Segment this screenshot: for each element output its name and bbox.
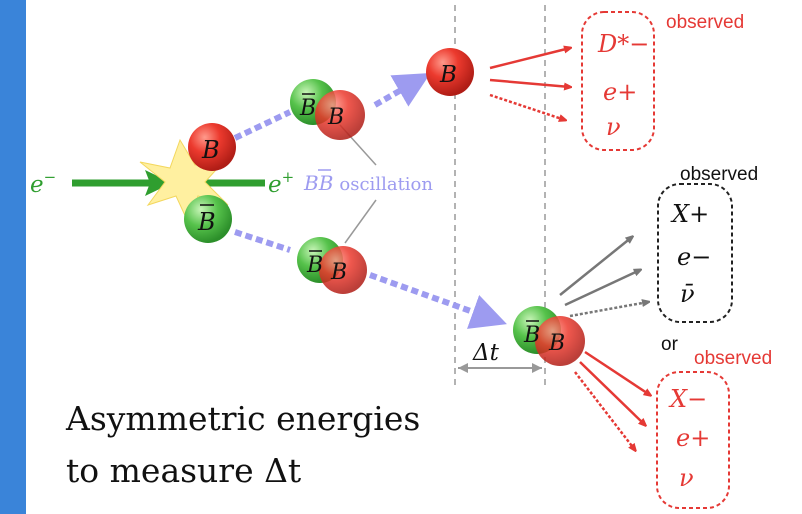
decay-box-bottom: X− e+ ν [656, 371, 730, 509]
or-label: or [661, 334, 679, 355]
svg-text:e+: e+ [603, 78, 637, 106]
decay-arrows-bottom [574, 350, 650, 450]
observed-label-bottom: observed [694, 348, 772, 369]
arrow-to-bbar-top [233, 109, 292, 141]
decay-box-middle: X+ e− ν̄ [657, 183, 733, 323]
decay-arrows-middle [559, 237, 648, 318]
delta-t-label: Δt [472, 340, 500, 366]
svg-text:ν: ν [679, 464, 694, 492]
caption-line-2: to measure Δt [66, 451, 302, 490]
positron-label: e+ [268, 168, 294, 198]
svg-text:e−: e− [677, 243, 711, 271]
ball-pair-lower: B B [297, 237, 367, 294]
observed-label-top: observed [666, 12, 744, 33]
svg-text:D*−: D*− [597, 30, 649, 58]
ball-bbar-initial: B [184, 195, 232, 243]
decay-box-top: D*− e+ ν [581, 11, 655, 151]
svg-text:B: B [306, 253, 323, 278]
ball-pair-upper: B B [290, 79, 365, 140]
delta-t-marker: Δt [458, 340, 542, 373]
svg-text:B: B [523, 323, 540, 348]
svg-text:ν: ν [606, 113, 621, 141]
svg-text:B: B [439, 62, 457, 88]
observed-label-middle: observed [680, 164, 758, 185]
decay-arrows-top [489, 48, 570, 120]
arrow-to-b-top [373, 73, 431, 108]
svg-text:B: B [327, 105, 344, 130]
svg-text:X+: X+ [670, 200, 709, 228]
electron-label: e− [30, 168, 56, 198]
caption-line-1: Asymmetric energies [66, 399, 421, 438]
ball-pair-decay: B B [513, 306, 585, 366]
svg-text:e+: e+ [676, 424, 710, 452]
arrow-to-bbar-bottom [234, 229, 291, 253]
oscillation-connector-bottom [344, 199, 377, 244]
svg-text:X−: X− [668, 385, 707, 413]
svg-text:B: B [548, 331, 565, 356]
svg-text:B: B [299, 96, 316, 121]
svg-text:B: B [330, 260, 347, 285]
arrow-to-b-bottom [368, 272, 507, 329]
svg-text:B: B [201, 136, 220, 164]
ball-b-initial: B [188, 123, 236, 171]
svg-text:ν̄: ν̄ [680, 280, 695, 308]
svg-text:B: B [197, 208, 216, 236]
ball-b-decay: B [426, 48, 474, 96]
caption: Asymmetric energies to measure Δt [66, 393, 586, 497]
